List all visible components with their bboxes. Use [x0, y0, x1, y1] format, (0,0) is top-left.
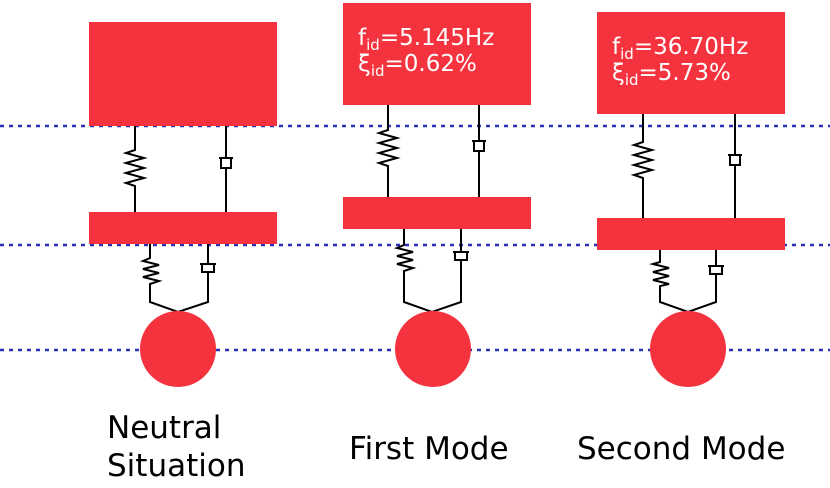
- wheel-linkage: [403, 290, 462, 314]
- second-mode-parameters: fid=36.70Hz ξid=5.73%: [612, 34, 749, 89]
- middle-mass-block: [343, 197, 531, 229]
- wheel-mass: [395, 311, 471, 387]
- upper-mass-block: [89, 22, 277, 126]
- first-mode-parameters: fid=5.145Hz ξid=0.62%: [358, 25, 495, 80]
- second-mode-label: Second Mode: [577, 430, 785, 468]
- lower-damper: [200, 244, 216, 290]
- frequency-value: fid=36.70Hz: [612, 34, 749, 63]
- upper-mass-block: [343, 3, 531, 105]
- upper-spring: [122, 126, 148, 212]
- label-line: Neutral: [107, 410, 222, 446]
- panel-first-mode: [343, 3, 531, 387]
- upper-spring: [630, 114, 656, 218]
- upper-damper: [219, 126, 233, 212]
- panel-second-mode: [597, 12, 785, 387]
- wheel-mass: [650, 311, 726, 387]
- upper-damper: [472, 105, 486, 197]
- frequency-value: fid=5.145Hz: [358, 25, 495, 54]
- label-line: Second Mode: [577, 431, 786, 467]
- label-line: First Mode: [349, 431, 509, 467]
- first-mode-label: First Mode: [349, 430, 509, 468]
- lower-damper: [708, 250, 724, 292]
- lower-spring: [139, 244, 163, 290]
- panel-neutral: [89, 22, 277, 387]
- upper-mass-block: [597, 12, 785, 114]
- wheel-linkage: [149, 290, 209, 314]
- upper-damper: [728, 114, 742, 218]
- middle-mass-block: [597, 218, 785, 250]
- lower-spring: [649, 250, 670, 292]
- damping-value: ξid=5.73%: [612, 60, 731, 89]
- wheel-mass: [140, 311, 216, 387]
- damping-value: ξid=0.62%: [358, 51, 477, 80]
- lower-spring: [393, 229, 417, 290]
- upper-spring: [375, 105, 401, 197]
- neutral-situation-label: Neutral Situation: [107, 409, 245, 485]
- label-line: Situation: [107, 448, 246, 484]
- lower-damper: [453, 229, 469, 290]
- wheel-linkage: [659, 292, 717, 314]
- middle-mass-block: [89, 212, 277, 244]
